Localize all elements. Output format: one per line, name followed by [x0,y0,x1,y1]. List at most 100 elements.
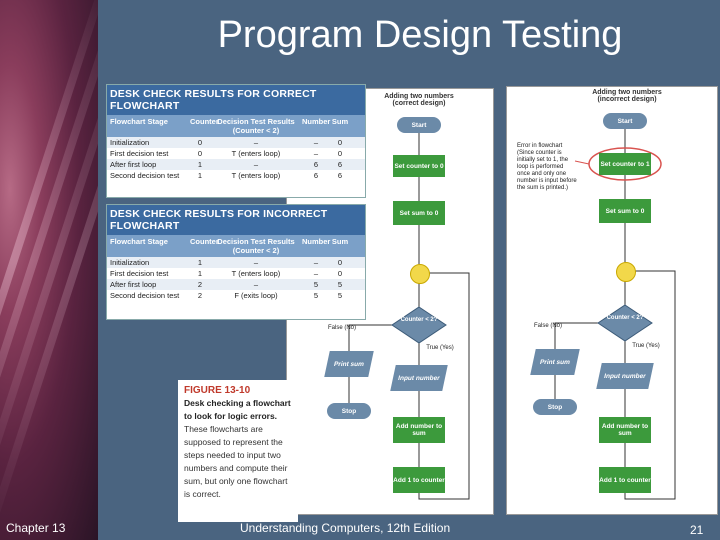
table-cell: 5 [337,280,343,289]
footer-book-title: Understanding Computers, 12th Edition [240,521,451,535]
table-cell: 0 [337,138,343,147]
table-cell: 0 [337,149,343,158]
table-cell: – [313,258,319,267]
table-cell: 1 [197,269,203,278]
table-cell: First decision test [110,149,169,158]
table-cell: 5 [313,280,319,289]
table-header-row: Flowchart Stage Counter Decision Test Re… [107,235,365,257]
set-counter-box: Set counter to 0 [393,155,445,177]
table-cell: Initialization [110,258,150,267]
table-cell: After first loop [110,160,157,169]
table-title: DESK CHECK RESULTS FOR INCORRECT FLOWCHA… [107,205,365,235]
footer-chapter: Chapter 13 [6,521,66,535]
figure-content: Adding two numbers (correct design) Star… [98,78,720,518]
table-header-row: Flowchart Stage Counter Decision Test Re… [107,115,365,137]
true-label: True (Yes) [426,345,454,351]
table-cell: 6 [337,160,343,169]
input-number-box: Input number [596,363,654,389]
table-cell: – [253,138,259,147]
flowchart-incorrect-title: Adding two numbers (incorrect design) [592,89,662,103]
caption-bold-text: Desk checking a flowchart to look for lo… [184,398,291,421]
desk-check-incorrect-table: DESK CHECK RESULTS FOR INCORRECT FLOWCHA… [106,204,366,320]
stop-terminal: Stop [533,399,577,415]
column-header: Flowchart Stage [110,117,168,126]
caption-text: These flowcharts are supposed to represe… [184,424,288,499]
table-row: Initialization 1 – – 0 [107,257,365,268]
table-cell: 0 [197,138,203,147]
table-cell: After first loop [110,280,157,289]
loop-connector [616,262,636,282]
loop-connector [410,264,430,284]
flowchart-incorrect-connectors [554,129,676,500]
figure-number: FIGURE 13-10 [184,385,251,396]
table-cell: 1 [197,258,203,267]
column-header: Number [302,117,331,126]
false-label: False (No) [327,325,356,331]
decision-text: Counter < 2? [606,315,644,321]
table-cell: Second decision test [110,171,180,180]
decorative-side-panel [0,0,98,540]
false-label: False (No) [533,323,562,329]
slide-number: 21 [690,523,704,537]
table-row: After first loop 1 – 6 6 [107,159,365,170]
column-header: Decision Test Results (Counter < 2) [217,117,295,135]
table-row: Second decision test 1 T (enters loop) 6… [107,170,365,181]
table-cell: 1 [197,171,203,180]
add-one-box: Add 1 to counter [599,467,651,493]
table-row: Initialization 0 – – 0 [107,137,365,148]
print-sum-box: Print sum [530,349,580,375]
flowchart-correct-connectors [348,133,470,500]
flowchart-incorrect-panel: Adding two numbers (incorrect design) Er… [506,86,718,515]
column-header: Number [302,237,331,246]
table-cell: – [313,269,319,278]
start-terminal: Start [397,117,441,133]
table-cell: – [313,149,319,158]
table-cell: First decision test [110,269,169,278]
error-note: Error in flowchart (Since counter is ini… [517,143,577,191]
add-number-box: Add number to sum [393,417,445,443]
table-cell: 2 [197,291,203,300]
table-cell: T (enters loop) [231,269,281,278]
flowchart-correct-title: Adding two numbers (correct design) [384,93,454,107]
table-row: Second decision test 2 F (exits loop) 5 … [107,290,365,301]
print-sum-box: Print sum [324,351,374,377]
true-label: True (Yes) [632,343,660,349]
table-cell: 0 [197,149,203,158]
add-number-box: Add number to sum [599,417,651,443]
table-cell: 6 [313,160,319,169]
slide-title: Program Design Testing [217,14,623,56]
table-cell: 0 [337,258,343,267]
column-header: Sum [331,117,349,126]
table-cell: – [253,280,259,289]
add-one-box: Add 1 to counter [393,467,445,493]
column-header: Counter [190,237,219,246]
table-cell: 5 [313,291,319,300]
desk-check-correct-table: DESK CHECK RESULTS FOR CORRECT FLOWCHART… [106,84,366,198]
input-number-box: Input number [390,365,448,391]
set-sum-box: Set sum to 0 [599,199,651,223]
column-header: Counter [190,117,219,126]
table-row: First decision test 1 T (enters loop) – … [107,268,365,279]
decision-text: Counter < 2? [400,317,438,323]
table-cell: – [253,258,259,267]
start-terminal: Start [603,113,647,129]
table-cell: Initialization [110,138,150,147]
set-counter-box: Set counter to 1 [599,153,651,175]
column-header: Sum [331,237,349,246]
table-cell: – [313,138,319,147]
table-cell: 6 [337,171,343,180]
table-cell: T (enters loop) [231,171,281,180]
stop-terminal: Stop [327,403,371,419]
table-cell: 1 [197,160,203,169]
table-cell: Second decision test [110,291,180,300]
table-row: After first loop 2 – 5 5 [107,279,365,290]
table-cell: 5 [337,291,343,300]
table-title: DESK CHECK RESULTS FOR CORRECT FLOWCHART [107,85,365,115]
table-cell: T (enters loop) [231,149,281,158]
table-cell: 0 [337,269,343,278]
set-sum-box: Set sum to 0 [393,201,445,225]
figure-caption: FIGURE 13-10 Desk checking a flowchart t… [178,380,298,522]
table-row: First decision test 0 T (enters loop) – … [107,148,365,159]
column-header: Decision Test Results (Counter < 2) [217,237,295,255]
column-header: Flowchart Stage [110,237,168,246]
